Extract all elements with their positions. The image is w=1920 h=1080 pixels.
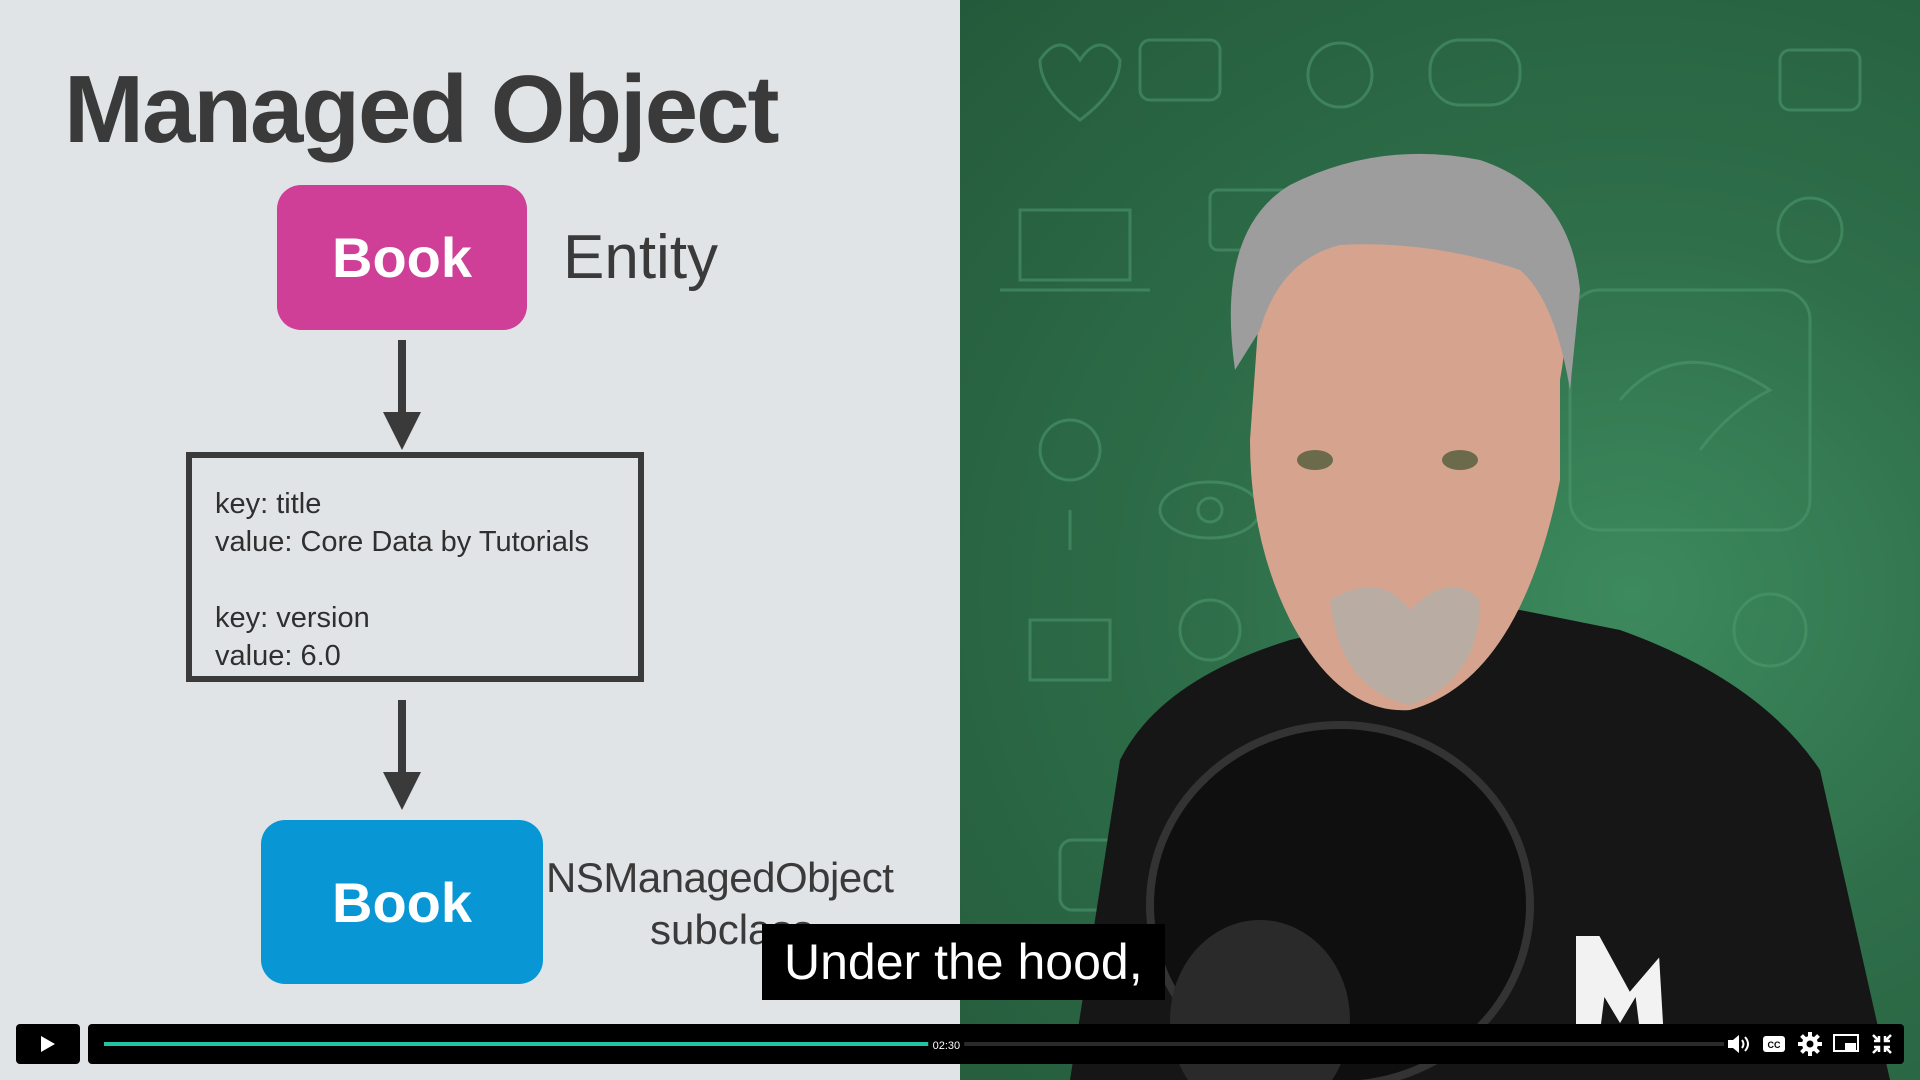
down-arrow-icon bbox=[383, 700, 421, 810]
pip-icon bbox=[1833, 1034, 1859, 1052]
volume-button[interactable] bbox=[1724, 1030, 1752, 1058]
camera-feed bbox=[960, 0, 1920, 1080]
play-icon bbox=[41, 1036, 55, 1052]
kv-line: key: version bbox=[215, 602, 370, 634]
pip-button[interactable] bbox=[1832, 1030, 1860, 1058]
volume-icon bbox=[1728, 1035, 1749, 1053]
progress-track[interactable]: 02:30 bbox=[104, 1038, 1724, 1054]
progress-fill bbox=[104, 1042, 947, 1046]
entity-caption: Entity bbox=[563, 223, 719, 292]
kv-line: value: Core Data by Tutorials bbox=[215, 526, 589, 558]
presenter-video bbox=[1070, 153, 1890, 1080]
entity-box: Book bbox=[277, 185, 527, 330]
cc-icon: CC bbox=[1763, 1036, 1785, 1052]
play-button[interactable] bbox=[16, 1024, 80, 1064]
exit-fullscreen-button[interactable] bbox=[1868, 1030, 1896, 1058]
subtitle-caption: Under the hood, bbox=[762, 924, 1165, 1000]
settings-icon bbox=[1798, 1032, 1822, 1056]
kv-line: key: title bbox=[215, 488, 322, 520]
svg-text:CC: CC bbox=[1768, 1040, 1781, 1050]
hover-time: 02:30 bbox=[928, 1038, 965, 1054]
captions-button[interactable]: CC bbox=[1760, 1030, 1788, 1058]
slide-panel: Managed Object Book Entity key: title va… bbox=[0, 0, 960, 1080]
subclass-box: Book bbox=[261, 820, 543, 984]
slide-title: Managed Object bbox=[64, 56, 779, 163]
subclass-caption: NSManagedObject bbox=[546, 854, 894, 901]
brand-logo-icon bbox=[1574, 934, 1667, 1040]
control-bar: 02:30 CC bbox=[88, 1024, 1904, 1064]
key-value-box: key: title value: Core Data by Tutorials… bbox=[186, 452, 644, 682]
down-arrow-icon bbox=[383, 340, 421, 450]
exit-fullscreen-icon bbox=[1872, 1034, 1892, 1054]
settings-button[interactable] bbox=[1796, 1030, 1824, 1058]
kv-line: value: 6.0 bbox=[215, 640, 341, 672]
